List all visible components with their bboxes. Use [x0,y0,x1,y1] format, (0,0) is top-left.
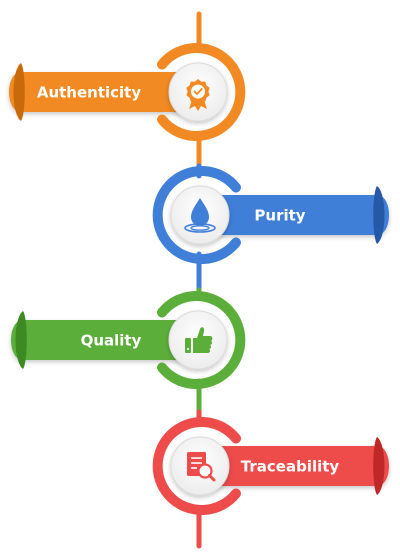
ribbon-left-tail [13,63,25,121]
ribbon-right-tail [373,437,385,495]
step-purity: Purity [152,163,389,293]
ring-arc [157,43,246,141]
ring-arc [152,417,241,515]
step-label: Traceability [241,458,340,476]
thumbs-up-icon [185,327,213,353]
ribbon-right-tail [373,186,385,244]
step-traceability: Traceability [152,409,389,549]
ribbon-left [11,320,197,360]
award-badge-icon [186,79,210,111]
step-label: Authenticity [37,84,142,102]
step-label: Purity [254,207,305,225]
step-label: Quality [81,332,142,350]
ribbon-right [201,446,389,486]
water-drop-icon [184,198,216,233]
step-authenticity: Authenticity [9,11,246,169]
ring-arc [157,291,246,389]
ribbon-left [9,72,197,112]
document-search-icon [187,452,216,482]
step-quality: Quality [11,287,246,415]
ring-arc [152,166,241,264]
ribbon-right [201,195,389,235]
ribbon-left-tail [15,311,27,369]
